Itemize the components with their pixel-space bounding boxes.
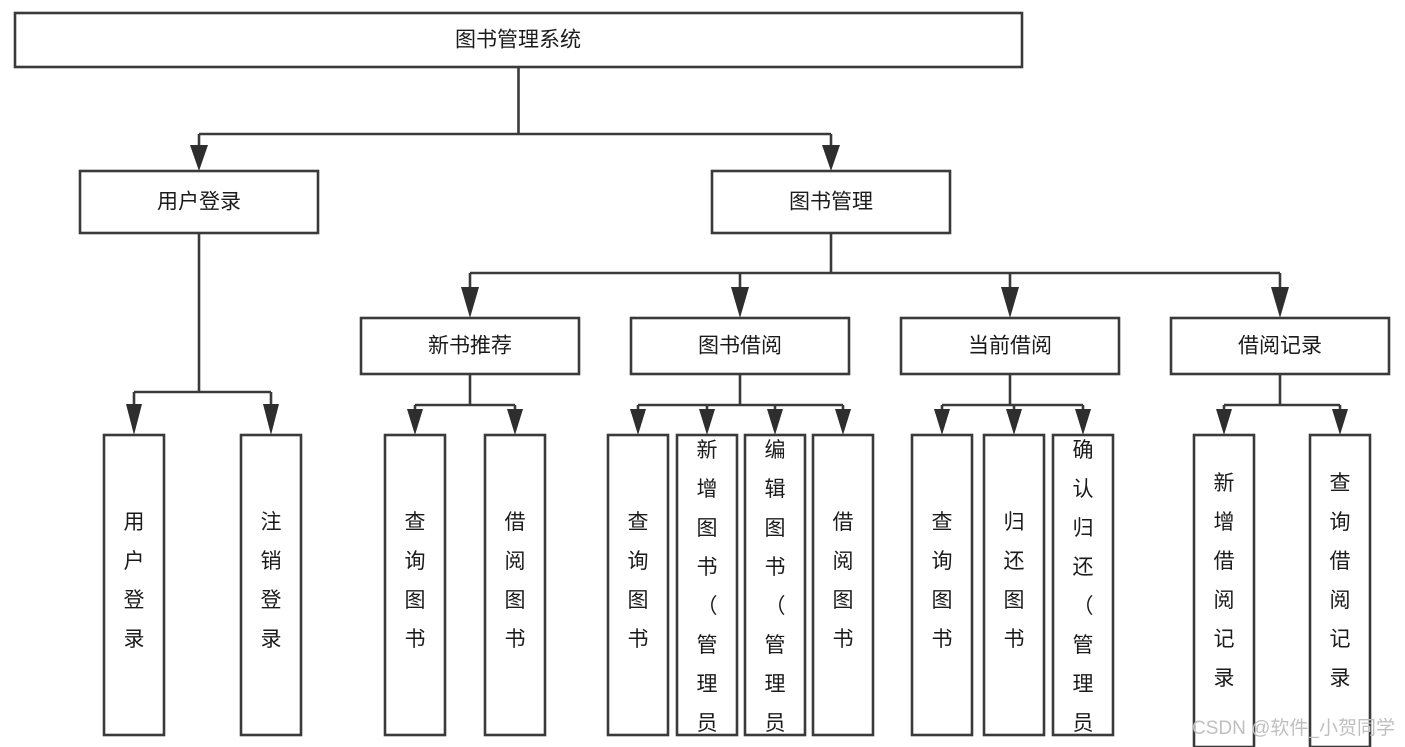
node-new-book-recommend-label: 新书推荐 xyxy=(428,335,512,358)
node-current-borrow-label: 当前借阅 xyxy=(968,335,1052,358)
leaf-layer: 用户登录 注销登录 查询图书 借阅图书 查询图书 新增图书（管理员） xyxy=(102,433,1372,747)
arrow-br-leaf-2 xyxy=(1332,409,1348,435)
node-leaf-add-borrow-record-label: 新增借阅记录 xyxy=(1214,472,1235,690)
node-leaf-add-borrow-record[interactable]: 新增借阅记录 xyxy=(1192,433,1256,747)
node-leaf-query-book-current-label: 查询图书 xyxy=(932,511,953,651)
arrow-user-login-leaf-1 xyxy=(126,404,142,435)
node-user-login-label: 用户登录 xyxy=(157,191,241,214)
node-leaf-borrow-book-recommend-box[interactable] xyxy=(483,433,547,737)
node-leaf-query-book-recommend-label: 查询图书 xyxy=(405,511,426,651)
node-leaf-borrow-book[interactable]: 借阅图书 xyxy=(811,433,875,737)
node-leaf-confirm-return-admin-box[interactable] xyxy=(1051,433,1115,737)
node-leaf-add-book-admin-label: 新增图书（管理员） xyxy=(697,439,718,747)
arrow-cb-leaf-3 xyxy=(1075,409,1091,435)
arrow-nbr-leaf-1 xyxy=(407,409,423,435)
node-leaf-logout-login-box[interactable] xyxy=(239,433,303,737)
node-book-borrow-label: 图书借阅 xyxy=(698,335,782,358)
arrow-bb-leaf-2 xyxy=(699,409,715,435)
arrow-bm-to-current-borrow xyxy=(1001,287,1019,318)
arrow-bm-to-new-book-recommend xyxy=(461,287,479,318)
node-borrow-record-box[interactable] xyxy=(1169,316,1391,376)
node-leaf-return-book-box[interactable] xyxy=(982,433,1046,737)
node-book-management[interactable]: 图书管理 xyxy=(710,169,952,235)
node-book-management-label: 图书管理 xyxy=(789,191,873,214)
node-borrow-record[interactable]: 借阅记录 xyxy=(1169,316,1391,376)
node-leaf-query-borrow-record-box[interactable] xyxy=(1308,433,1372,747)
node-user-login-box[interactable] xyxy=(78,169,320,235)
node-leaf-query-book-recommend[interactable]: 查询图书 xyxy=(383,433,447,737)
node-current-borrow[interactable]: 当前借阅 xyxy=(899,316,1121,376)
node-leaf-user-login-box[interactable] xyxy=(102,433,166,737)
node-leaf-add-book-admin-box[interactable] xyxy=(675,433,739,737)
node-leaf-confirm-return-admin-label: 确认归还（管理员） xyxy=(1073,439,1094,747)
arrow-user-login-leaf-2 xyxy=(263,404,279,435)
node-leaf-user-login[interactable]: 用户登录 xyxy=(102,433,166,737)
arrow-bm-to-book-borrow xyxy=(731,287,749,318)
node-leaf-logout-login-label: 注销登录 xyxy=(261,511,282,651)
node-current-borrow-box[interactable] xyxy=(899,316,1121,376)
node-book-borrow[interactable]: 图书借阅 xyxy=(629,316,851,376)
node-book-management-box[interactable] xyxy=(710,169,952,235)
node-leaf-borrow-book-label: 借阅图书 xyxy=(833,511,854,651)
node-leaf-edit-book-admin-label: 编辑图书（管理员） xyxy=(765,439,786,747)
node-root[interactable]: 图书管理系统 xyxy=(13,11,1024,69)
arrow-nbr-leaf-2 xyxy=(507,409,523,435)
node-leaf-confirm-return-admin[interactable]: 确认归还（管理员） xyxy=(1051,433,1115,747)
node-new-book-recommend[interactable]: 新书推荐 xyxy=(359,316,581,376)
arrow-bm-to-borrow-record xyxy=(1271,287,1289,318)
node-root-box[interactable] xyxy=(13,11,1024,69)
node-leaf-borrow-book-recommend-label: 借阅图书 xyxy=(505,511,526,651)
csdn-watermark: CSDN @软件_小贺同学 xyxy=(1192,717,1395,739)
arrow-root-to-book-management xyxy=(822,145,840,171)
node-leaf-borrow-book-recommend[interactable]: 借阅图书 xyxy=(483,433,547,737)
node-leaf-add-borrow-record-box[interactable] xyxy=(1192,433,1256,747)
arrow-root-to-user-login xyxy=(190,145,208,171)
node-leaf-query-book-current[interactable]: 查询图书 xyxy=(910,433,974,737)
node-leaf-query-book-current-box[interactable] xyxy=(910,433,974,737)
arrow-cb-leaf-1 xyxy=(934,409,950,435)
arrow-br-leaf-1 xyxy=(1216,409,1232,435)
node-leaf-user-login-label: 用户登录 xyxy=(124,511,145,651)
node-leaf-logout-login[interactable]: 注销登录 xyxy=(239,433,303,737)
node-root-label: 图书管理系统 xyxy=(455,29,581,52)
node-leaf-query-book-borrow-label: 查询图书 xyxy=(628,511,649,651)
node-leaf-query-book-borrow-box[interactable] xyxy=(606,433,670,737)
node-leaf-edit-book-admin[interactable]: 编辑图书（管理员） xyxy=(743,433,807,747)
arrow-bb-leaf-3 xyxy=(767,409,783,435)
node-leaf-query-borrow-record-label: 查询借阅记录 xyxy=(1330,472,1351,690)
node-leaf-borrow-book-box[interactable] xyxy=(811,433,875,737)
node-new-book-recommend-box[interactable] xyxy=(359,316,581,376)
arrow-bb-leaf-4 xyxy=(835,409,851,435)
node-leaf-edit-book-admin-box[interactable] xyxy=(743,433,807,737)
node-borrow-record-label: 借阅记录 xyxy=(1238,335,1322,358)
node-leaf-query-book-borrow[interactable]: 查询图书 xyxy=(606,433,670,737)
node-leaf-return-book[interactable]: 归还图书 xyxy=(982,433,1046,737)
node-leaf-add-book-admin[interactable]: 新增图书（管理员） xyxy=(675,433,739,747)
arrow-bb-leaf-1 xyxy=(630,409,646,435)
node-leaf-return-book-label: 归还图书 xyxy=(1004,511,1025,651)
connector-layer xyxy=(126,67,1348,435)
node-book-borrow-box[interactable] xyxy=(629,316,851,376)
node-leaf-query-book-recommend-box[interactable] xyxy=(383,433,447,737)
node-user-login[interactable]: 用户登录 xyxy=(78,169,320,235)
arrow-cb-leaf-2 xyxy=(1006,409,1022,435)
node-leaf-query-borrow-record[interactable]: 查询借阅记录 xyxy=(1308,433,1372,747)
